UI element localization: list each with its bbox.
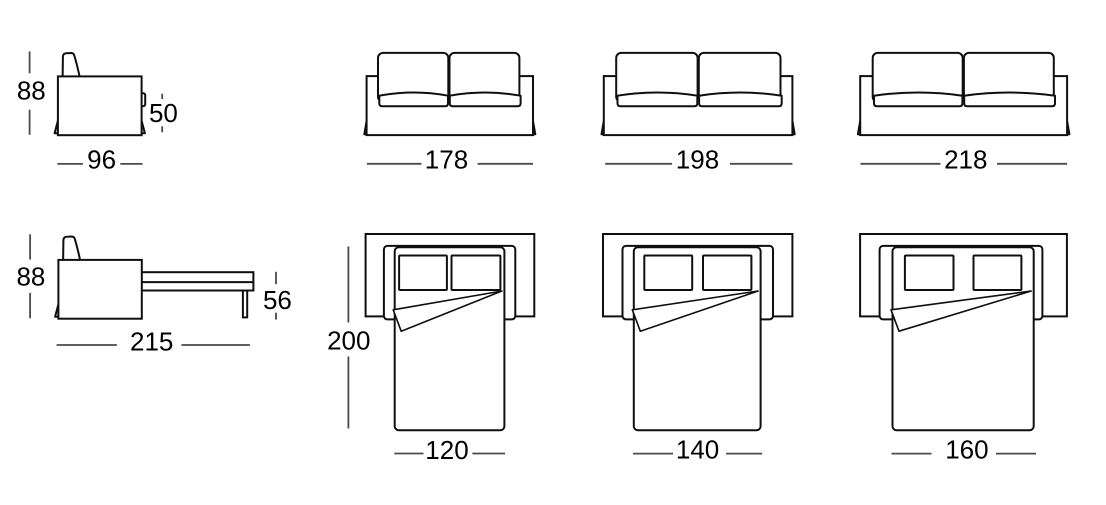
- svg-text:96: 96: [87, 145, 116, 175]
- svg-text:178: 178: [425, 145, 468, 175]
- svg-text:88: 88: [17, 76, 46, 106]
- svg-text:160: 160: [945, 435, 988, 465]
- svg-text:140: 140: [676, 435, 719, 465]
- svg-text:215: 215: [130, 327, 173, 357]
- svg-text:50: 50: [149, 98, 178, 128]
- svg-text:218: 218: [944, 145, 987, 175]
- svg-text:56: 56: [263, 285, 292, 315]
- svg-text:200: 200: [327, 326, 370, 356]
- svg-text:198: 198: [676, 145, 719, 175]
- svg-text:88: 88: [16, 262, 45, 292]
- svg-text:120: 120: [425, 435, 468, 465]
